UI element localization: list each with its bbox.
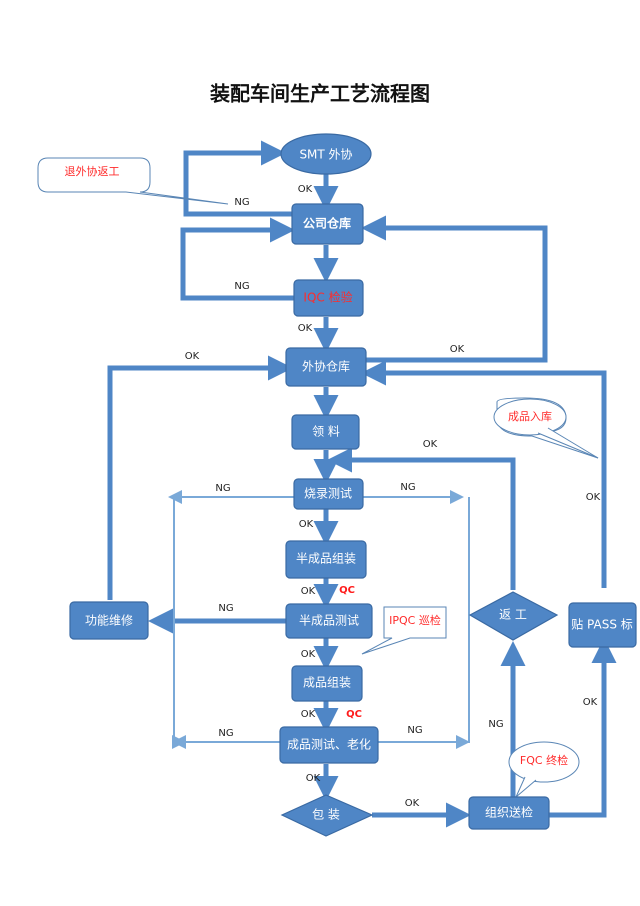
node-pack: 包 装 [280,794,374,837]
edge-label-ng: NG [488,719,503,730]
edge-label-ng: NG [400,482,415,493]
node-burn-test-label: 烧录测试 [304,486,352,501]
edge-label-ok: OK [185,351,200,362]
edge-label-ok: OK [306,773,321,784]
edge-label-ok: OK [298,184,313,195]
node-repair-label: 功能维修 [85,613,133,628]
thin-connectors [168,490,470,749]
edge-label-qc: QC [339,585,355,596]
node-inspection-label: 组织送检 [485,805,533,820]
callout-into-stock: 成品入库 [493,397,599,459]
edge-label-ok: OK [301,649,316,660]
edge-label-ok: OK [423,439,438,450]
node-semi-test-label: 半成品测试 [299,613,359,628]
edge-label-ok: OK [586,492,601,503]
callout-ipqc-text: IPQC 巡检 [389,613,441,627]
node-semi-assembly: 半成品组装 [285,540,367,579]
node-pass-label-label: 贴 PASS 标 [571,618,633,632]
page-title: 装配车间生产工艺流程图 [209,82,430,106]
edge-label-ng: NG [215,483,230,494]
node-smt-label: SMT 外协 [299,147,352,162]
node-outsource-wh: 外协仓库 [285,347,367,387]
node-outsource-wh-label: 外协仓库 [302,359,350,374]
edge-label-ok: OK [301,709,316,720]
node-iqc-label: IQC 检验 [303,290,352,305]
node-burn-test: 烧录测试 [293,478,364,510]
edge-label-ng: NG [234,281,249,292]
callout-into-stock-text: 成品入库 [508,410,552,423]
node-pick: 领 料 [291,414,360,450]
node-iqc: IQC 检验 [293,279,364,317]
node-inspection: 组织送检 [468,796,550,830]
callout-return-out: 退外协返工 [37,157,229,205]
node-pass-label: 贴 PASS 标 [568,602,637,648]
node-warehouse: 公司仓库 [291,203,364,245]
callout-return-out-text: 退外协返工 [65,164,120,178]
node-pack-label: 包 装 [312,808,340,822]
callout-ipqc: IPQC 巡检 [361,606,447,655]
edge-label-ok: OK [583,697,598,708]
edge-label-qc: QC [346,709,362,720]
node-smt: SMT 外协 [280,133,372,175]
node-final-test: 成品测试、老化 [279,726,379,764]
edge-label-ok: OK [450,344,465,355]
connectors [107,140,617,828]
node-final-test-label: 成品测试、老化 [287,737,371,752]
edge-label-ng: NG [234,197,249,208]
edge-label-ng: NG [407,725,422,736]
edge-label-ok: OK [405,798,420,809]
edge-labels: OK NG NG OK OK OK OK NG NG OK OK OK QC N… [185,184,601,809]
edge-label-ng: NG [218,603,233,614]
node-final-assembly-label: 成品组装 [303,676,351,690]
edge-label-ng: NG [218,728,233,739]
node-semi-assembly-label: 半成品组装 [296,552,356,566]
edge-label-ok: OK [299,519,314,530]
edge-label-ok: OK [298,323,313,334]
node-rework-label: 返 工 [499,608,527,622]
node-pick-label: 领 料 [312,425,340,439]
node-repair: 功能维修 [69,601,149,640]
node-final-assembly: 成品组装 [291,665,363,702]
node-semi-test: 半成品测试 [285,603,373,639]
node-rework: 返 工 [468,591,559,641]
callout-fqc: FQC 终检 [508,741,580,798]
callout-fqc-text: FQC 终检 [520,753,568,767]
node-warehouse-label: 公司仓库 [303,216,351,231]
edge-label-ok: OK [301,586,316,597]
